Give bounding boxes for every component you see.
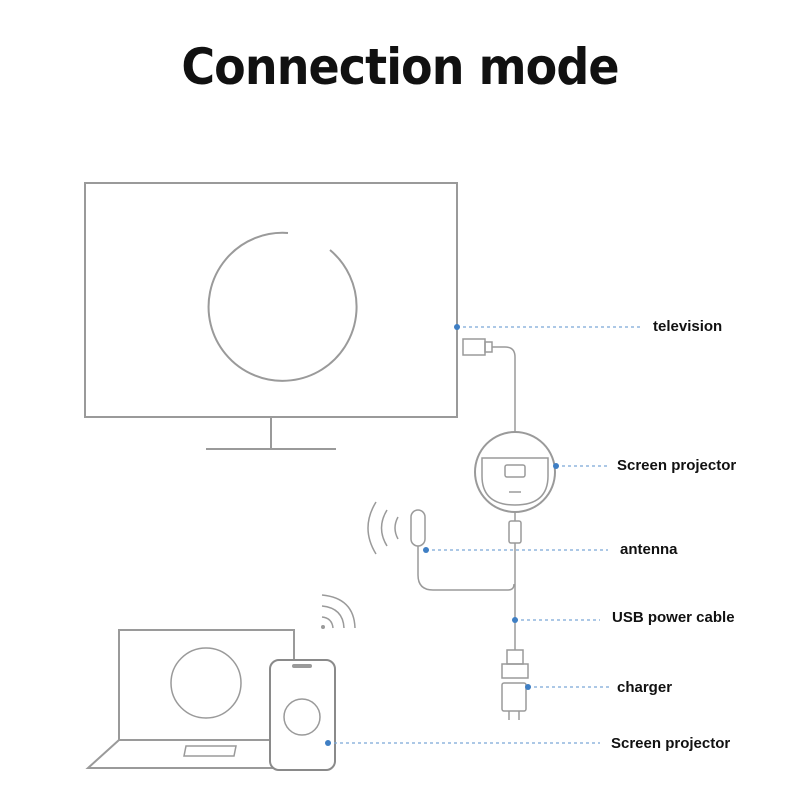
leader-television [454,324,640,330]
leader-usb-power-cable [512,617,600,623]
leader-screen-projector-bottom [325,740,600,746]
diagram-title: Connection mode [181,38,619,96]
label-screen-projector-top: Screen projector [617,457,737,474]
hdmi-cable-icon [462,338,516,432]
antenna-icon [367,501,515,591]
usb-power-cable-icon [501,512,529,679]
screen-projector-icon [474,431,556,513]
leader-screen-projector-top [553,463,610,469]
leader-antenna [423,547,608,553]
wifi-signal-icon [321,594,356,629]
label-charger: charger [617,679,673,696]
laptop-icon [85,629,295,769]
television-icon [84,182,458,450]
leader-charger [525,684,612,690]
label-usb-power-cable: USB power cable [612,609,735,626]
smartphone-icon [269,659,336,771]
label-screen-projector-bottom: Screen projector [611,735,731,752]
label-television: television [653,318,723,335]
label-antenna: antenna [620,541,678,558]
charger-icon [501,682,527,720]
